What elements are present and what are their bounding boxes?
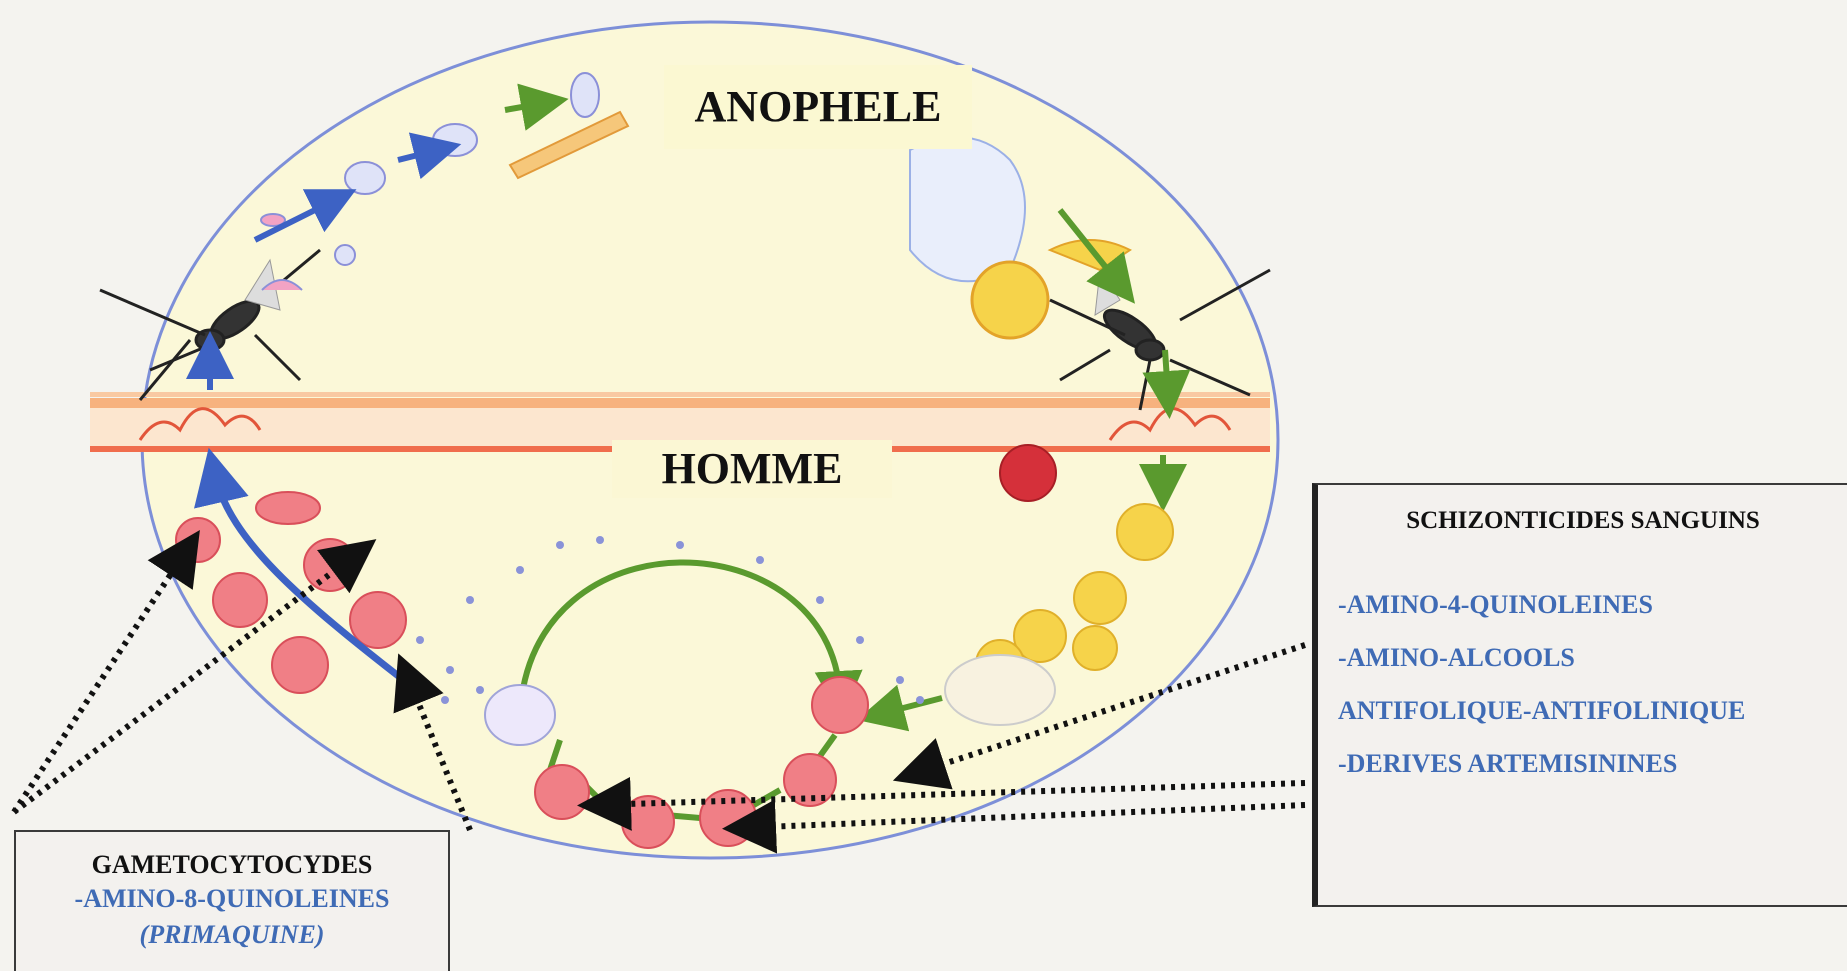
human-host-label: HOMME: [612, 440, 892, 498]
schizonticide-drug: ANTIFOLIQUE-ANTIFOLINIQUE: [1338, 696, 1745, 726]
vector-host-label: ANOPHELE: [664, 65, 972, 149]
gametocytocide-drug: -AMINO-8-QUINOLEINES: [16, 884, 448, 914]
schizonticides-title: SCHIZONTICIDES SANGUINS: [1318, 507, 1847, 535]
schizonticide-drug: -AMINO-4-QUINOLEINES: [1338, 590, 1653, 620]
liver-schizont: [1000, 445, 1056, 501]
schizonticide-drug: -DERIVES ARTEMISININES: [1338, 749, 1677, 779]
gametocytocides-title: GAMETOCYTOCYDES: [16, 850, 448, 880]
schizonticide-drug: -AMINO-ALCOOLS: [1338, 643, 1575, 673]
gametocytocide-example: (PRIMAQUINE): [16, 920, 448, 950]
schizonticides-panel: SCHIZONTICIDES SANGUINS -AMINO-4-QUINOLE…: [1312, 483, 1847, 907]
gametocytocides-panel: GAMETOCYTOCYDES -AMINO-8-QUINOLEINES (PR…: [14, 830, 450, 971]
